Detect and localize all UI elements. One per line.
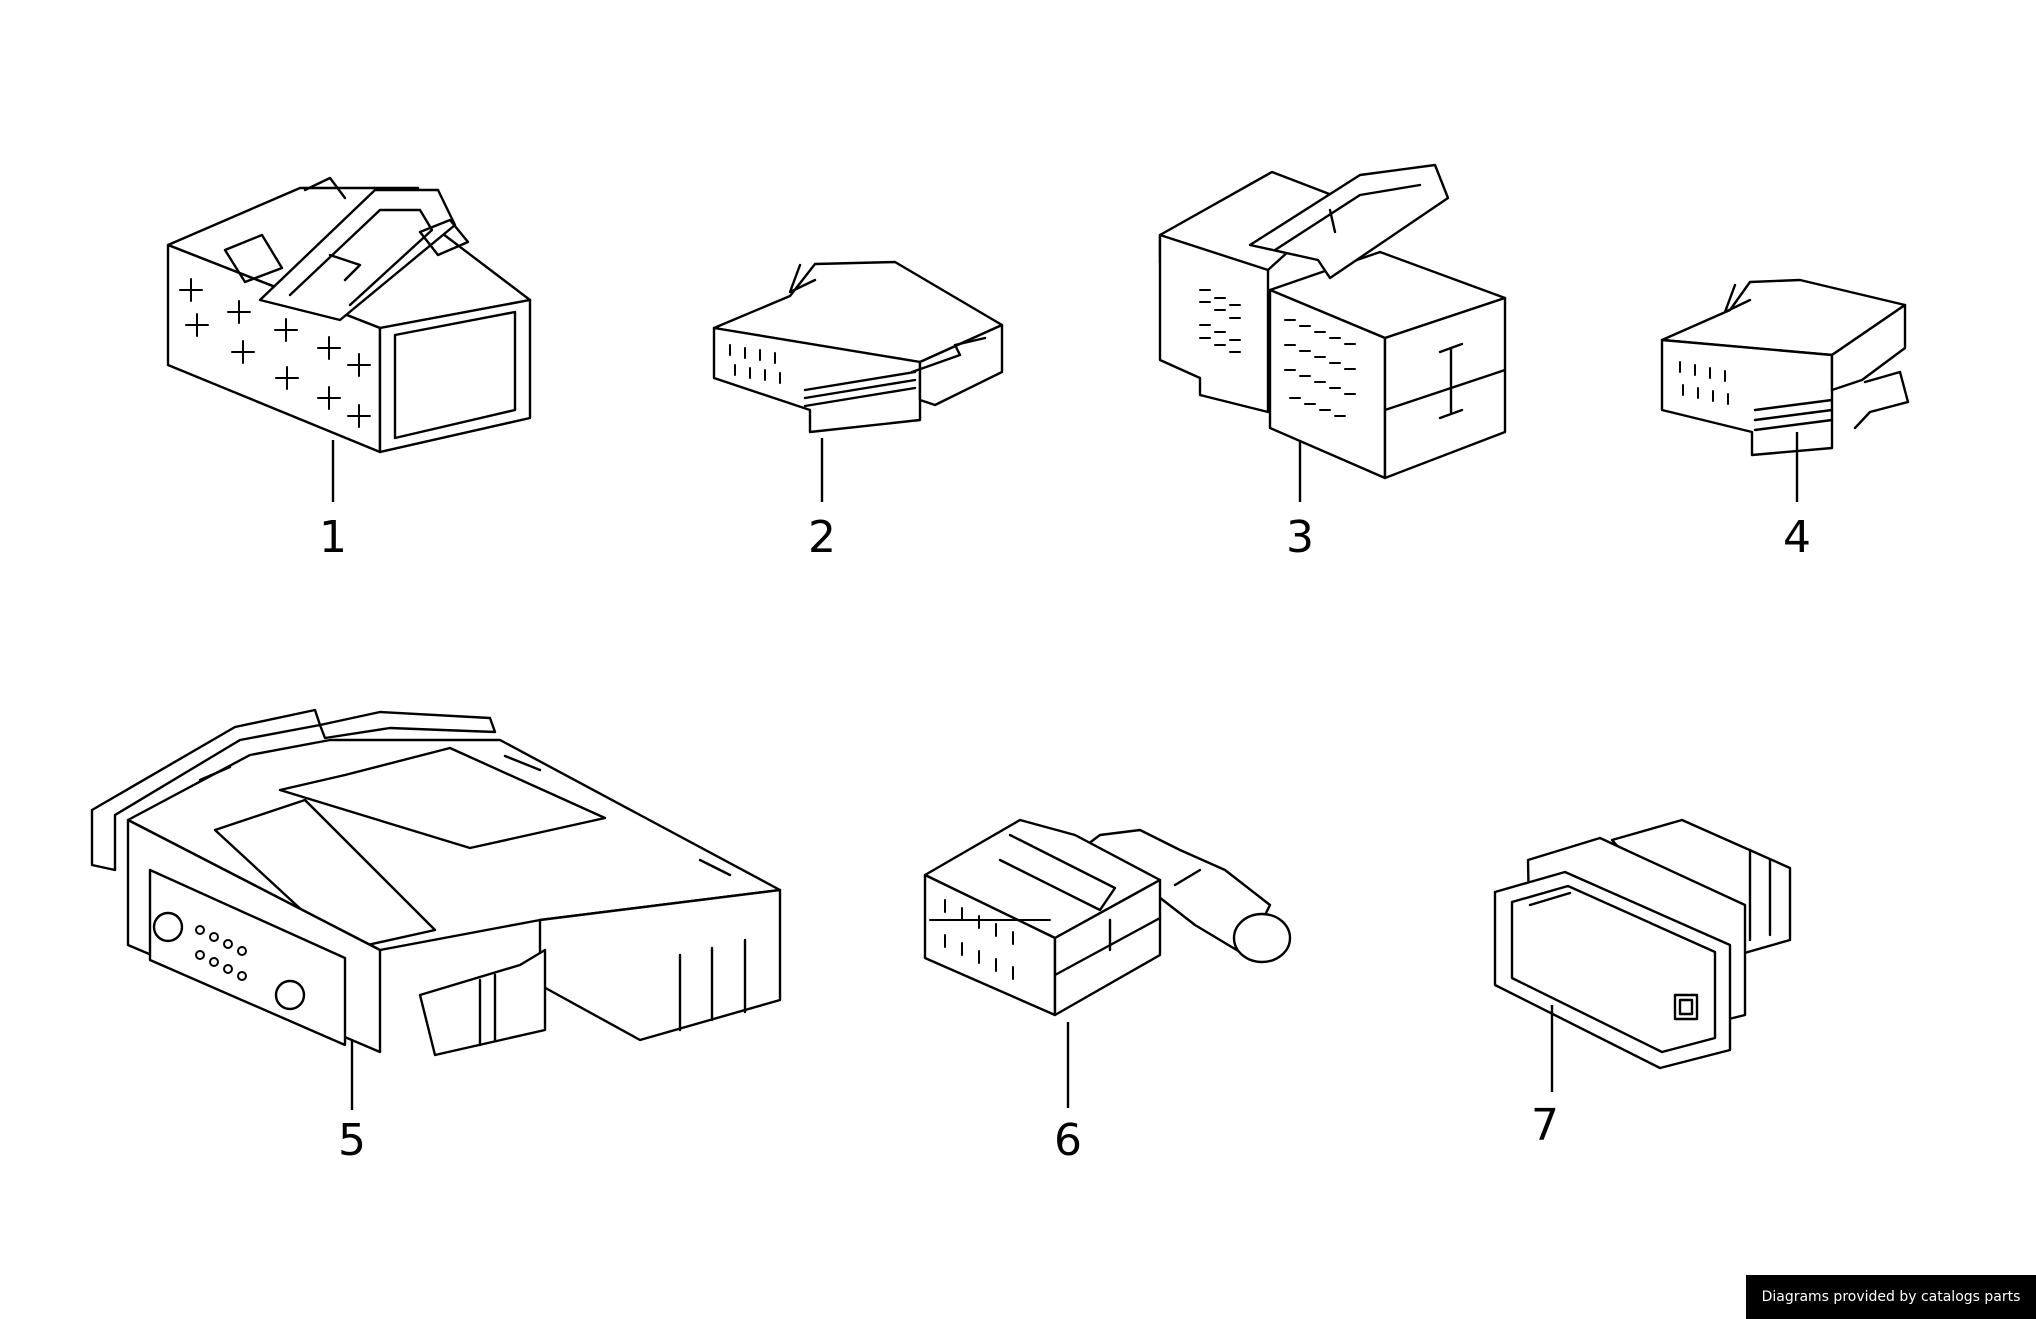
callout-6: 6	[1054, 1115, 1082, 1166]
callout-1: 1	[319, 512, 347, 563]
connector-2-drawing	[712, 260, 1004, 502]
callout-2: 2	[808, 512, 836, 563]
callout-3: 3	[1286, 512, 1314, 563]
connector-3-drawing	[1158, 163, 1507, 502]
credit-banner: Diagrams provided by catalogs parts	[1746, 1275, 2036, 1319]
connector-4-drawing	[1660, 278, 1910, 502]
callout-7: 7	[1531, 1100, 1559, 1151]
connector-6-drawing	[923, 818, 1292, 1108]
connector-5-drawing	[90, 708, 782, 1110]
callout-4: 4	[1783, 512, 1811, 563]
callout-5: 5	[338, 1115, 366, 1166]
connector-1-drawing	[166, 176, 532, 502]
connector-7-drawing	[1493, 818, 1792, 1092]
